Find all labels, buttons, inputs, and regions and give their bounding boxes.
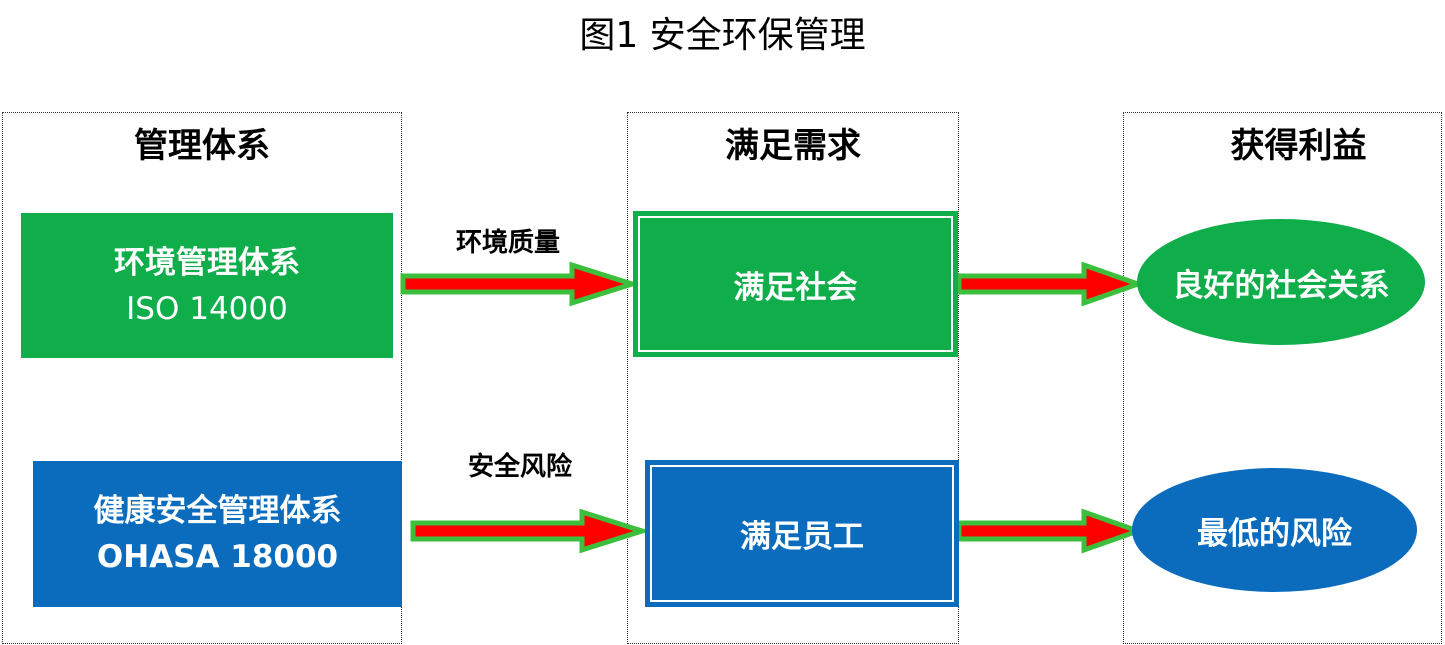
employees-need-box: 满足员工: [645, 460, 959, 607]
lowest-risk-ellipse: 最低的风险: [1132, 468, 1417, 592]
requirements-column: 满足需求: [627, 112, 959, 644]
society-need-box: 满足社会: [633, 211, 958, 357]
lowest-risk-label: 最低的风险: [1197, 515, 1352, 552]
arrow-environment-to-society: [400, 261, 641, 307]
benefits-column: 获得利益: [1123, 112, 1442, 644]
social-relations-ellipse: 良好的社会关系: [1137, 219, 1425, 345]
safety-risk-label: 安全风险: [468, 452, 573, 482]
health-safety-system-standard: OHASA 18000: [96, 539, 339, 575]
environment-system-standard: ISO 14000: [126, 290, 288, 327]
management-column-header: 管理体系: [134, 126, 270, 166]
health-safety-system-name: 健康安全管理体系: [93, 493, 342, 529]
employees-need-label: 满足员工: [650, 465, 954, 602]
requirements-column-header: 满足需求: [725, 126, 861, 166]
environment-quality-label: 环境质量: [456, 228, 561, 258]
arrow-safety-to-employees: [410, 508, 651, 554]
benefits-column-header: 获得利益: [1230, 126, 1367, 166]
environment-system-box: 环境管理体系 ISO 14000: [21, 213, 393, 358]
management-column: 管理体系: [2, 112, 402, 644]
arrow-employees-to-risk: [956, 508, 1146, 554]
health-safety-system-box: 健康安全管理体系 OHASA 18000: [33, 461, 402, 607]
society-need-label: 满足社会: [638, 216, 953, 352]
figure-title: 图1 安全环保管理: [579, 15, 866, 56]
arrow-society-to-relations: [956, 261, 1146, 307]
environment-system-name: 环境管理体系: [114, 244, 300, 281]
social-relations-label: 良好的社会关系: [1172, 267, 1390, 304]
